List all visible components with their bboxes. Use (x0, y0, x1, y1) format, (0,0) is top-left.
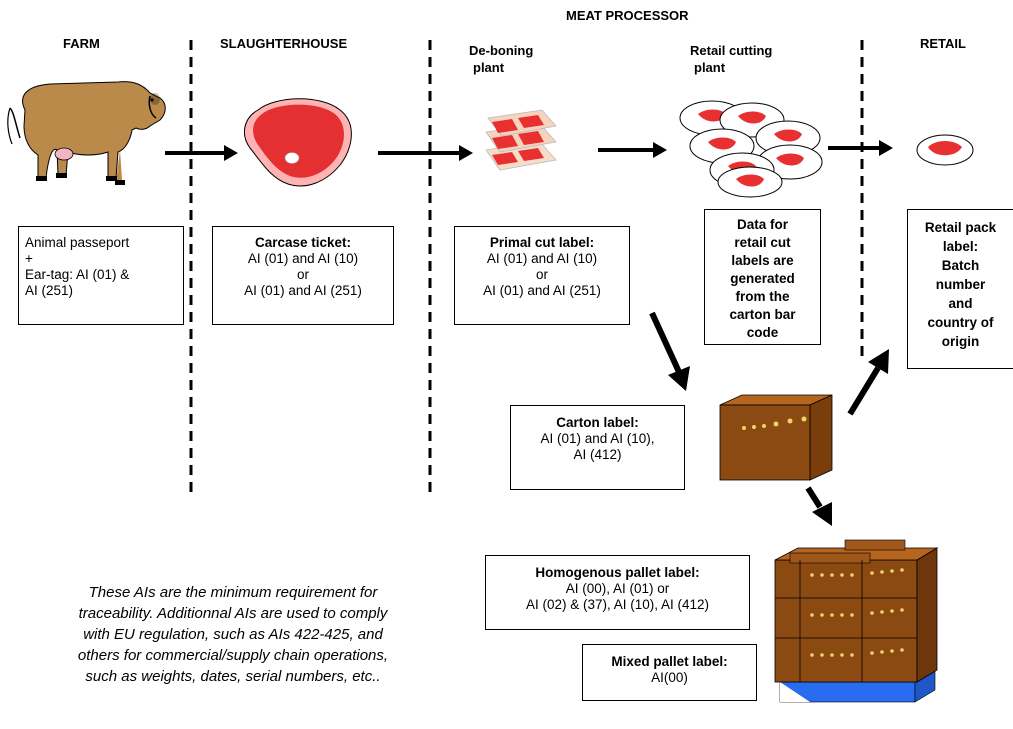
mixed-pallet-line: AI(00) (651, 670, 688, 685)
carton-label-line: AI (01) and AI (10), (540, 431, 655, 446)
farm-label-line: + (25, 251, 33, 266)
retail-pack-line: number (935, 277, 986, 292)
carton-label-box: Carton label: AI (01) and AI (10), AI (4… (510, 405, 685, 490)
primal-cut-line: or (535, 267, 548, 282)
arrow-carton-to-pallet (805, 486, 832, 526)
retail-cut-data-line: labels are (731, 253, 794, 268)
homogenous-pallet-title: Homogenous pallet label: (535, 565, 700, 580)
arrow-farm-to-slaughterhouse (165, 145, 238, 161)
traceability-note: These AIs are the minimum requirement fo… (14, 582, 452, 687)
retail-cuts-icon (679, 100, 823, 198)
primal-cut-title: Primal cut label: (489, 235, 595, 250)
homogenous-pallet-label-box: Homogenous pallet label: AI (00), AI (01… (485, 555, 750, 630)
retail-pack-icon (916, 134, 974, 166)
arrow-carton-to-retail (847, 349, 889, 416)
header-meat-processor: MEAT PROCESSOR (566, 8, 689, 23)
carcase-icon (243, 98, 352, 187)
header-slaughterhouse: SLAUGHTERHOUSE (220, 36, 348, 51)
note-line: others for commercial/supply chain opera… (77, 647, 389, 664)
header-retail-cutting-line: plant (694, 60, 726, 75)
retail-pack-line: label: (942, 239, 979, 254)
carton-icon (719, 394, 833, 481)
farm-label-line: Animal passeport (25, 235, 130, 250)
note-line: traceability. Additionnal AIs are used t… (78, 605, 388, 622)
primal-cut-label-box: Primal cut label: AI (01) and AI (10) or… (454, 226, 630, 325)
retail-cut-data-line: carton bar (729, 307, 796, 322)
retail-cut-data-line: Data for (736, 217, 788, 232)
arrow-deboning-to-retail-cutting (598, 142, 667, 158)
arrow-retail-cutting-to-retail (828, 140, 893, 156)
homogenous-pallet-line: AI (02) & (37), AI (10), AI (412) (525, 597, 710, 612)
cow-icon (7, 81, 166, 185)
retail-pack-label-box: Retail pack label: Batch number and coun… (907, 209, 1013, 369)
primal-cut-icon (485, 109, 557, 171)
pallet-icon (774, 539, 939, 703)
retail-pack-line: Retail pack (924, 220, 997, 235)
carcase-ticket-title: Carcase ticket: (254, 235, 352, 250)
note-line: These AIs are the minimum requirement fo… (88, 584, 378, 601)
primal-cut-line: AI (01) and AI (251) (483, 283, 601, 298)
retail-cut-data-line: code (746, 325, 779, 340)
retail-pack-line: and (948, 296, 973, 311)
retail-cut-data-box: Data for retail cut labels are generated… (704, 209, 821, 345)
header-deboning-line: De-boning (469, 43, 534, 58)
retail-cut-data-line: generated (730, 271, 795, 286)
carcase-ticket-line: AI (01) and AI (251) (244, 283, 362, 298)
header-retail: RETAIL (920, 36, 966, 51)
retail-pack-line: Batch (941, 258, 980, 273)
header-retail-cutting-line: Retail cutting (690, 43, 773, 58)
farm-label-line: Ear-tag: AI (01) & (25, 267, 130, 282)
carcase-ticket-line: or (296, 267, 309, 282)
header-deboning-plant: De-boning plant (469, 42, 533, 76)
carcase-ticket-line: AI (01) and AI (10) (247, 251, 359, 266)
note-line: with EU regulation, such as AIs 422-425,… (83, 626, 383, 643)
mixed-pallet-title: Mixed pallet label: (611, 654, 728, 669)
header-farm: FARM (63, 36, 100, 51)
header-retail-cutting-plant: Retail cutting plant (690, 42, 772, 76)
farm-label-line: AI (251) (25, 283, 74, 298)
retail-cut-data-line: retail cut (734, 235, 791, 250)
homogenous-pallet-line: AI (00), AI (01) or (565, 581, 670, 596)
carton-label-line: AI (412) (573, 447, 622, 462)
carton-label-title: Carton label: (556, 415, 639, 430)
retail-pack-line: country of (927, 315, 994, 330)
farm-label-box: Animal passeport + Ear-tag: AI (01) & AI… (18, 226, 184, 325)
primal-cut-line: AI (01) and AI (10) (486, 251, 598, 266)
retail-cut-data-line: from the (735, 289, 790, 304)
carcase-ticket-box: Carcase ticket: AI (01) and AI (10) or A… (212, 226, 394, 325)
header-deboning-line: plant (473, 60, 505, 75)
mixed-pallet-label-box: Mixed pallet label: AI(00) (582, 644, 757, 701)
arrow-slaughterhouse-to-deboning (378, 145, 473, 161)
note-line: such as weights, dates, serial numbers, … (85, 668, 381, 685)
arrow-deboning-to-carton (649, 311, 690, 391)
retail-pack-line: origin (941, 334, 980, 349)
